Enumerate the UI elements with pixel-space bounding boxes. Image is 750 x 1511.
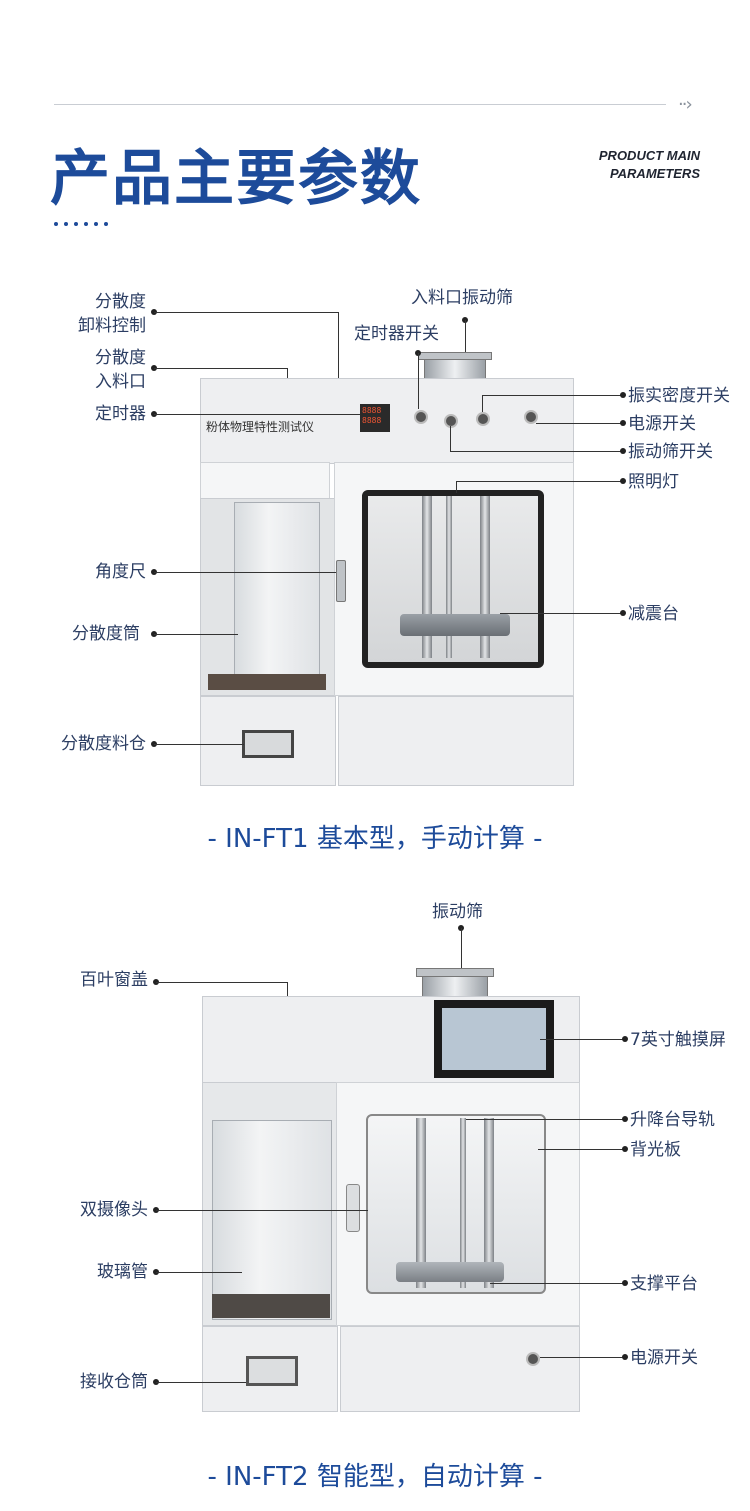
tap-density-knob[interactable] <box>476 412 490 426</box>
label-inlet-sieve: 入料口振动筛 <box>411 288 513 308</box>
door-handle-2[interactable] <box>346 1184 360 1232</box>
model2-caption: - IN-FT2 智能型，自动计算 - <box>207 1462 543 1492</box>
page-title: 产品主要参数 <box>50 144 422 214</box>
label-dual-camera: 双摄像头 <box>80 1200 148 1220</box>
label-dispersion-bin: 分散度料仓 <box>61 734 146 754</box>
power-knob-2[interactable] <box>526 1352 540 1366</box>
label-sieve-switch: 振动筛开关 <box>628 442 713 462</box>
label-lift-rail: 升降台导轨 <box>630 1110 715 1130</box>
label-timer-switch: 定时器开关 <box>354 324 439 344</box>
label-support-platform: 支撑平台 <box>630 1274 698 1294</box>
label-louver-cover: 百叶窗盖 <box>80 970 148 990</box>
label-glass-tube: 玻璃管 <box>97 1262 148 1282</box>
model1-caption: - IN-FT1 基本型，手动计算 - <box>207 824 543 854</box>
viewing-window <box>362 490 544 668</box>
label-power-switch-2: 电源开关 <box>630 1348 698 1368</box>
label-power-switch: 电源开关 <box>628 414 696 434</box>
door-handle[interactable] <box>336 560 346 602</box>
label-damping-table: 减震台 <box>628 604 679 624</box>
label-touchscreen: 7英寸触摸屏 <box>630 1030 726 1050</box>
subtitle-line-2: PARAMETERS <box>609 166 700 181</box>
page-subtitle-en: PRODUCT MAIN PARAMETERS <box>560 147 700 183</box>
chevron-right-icon: ··› <box>678 94 693 115</box>
label-lighting: 照明灯 <box>628 472 679 492</box>
timer-switch-knob[interactable] <box>414 410 428 424</box>
glass-tube-window <box>212 1120 332 1320</box>
label-vibrating-sieve: 振动筛 <box>432 902 483 922</box>
sieve-switch-knob[interactable] <box>444 414 458 428</box>
subtitle-line-1: PRODUCT MAIN <box>598 148 700 163</box>
label-timer: 定时器 <box>95 404 146 424</box>
power-knob[interactable] <box>524 410 538 424</box>
label-tap-density-switch: 振实密度开关 <box>628 386 730 406</box>
label-backlight: 背光板 <box>630 1140 681 1160</box>
dispersion-tube <box>234 502 320 686</box>
bin-drawer-handle[interactable] <box>242 730 294 758</box>
header-divider <box>54 104 666 105</box>
label-angle-ruler: 角度尺 <box>95 562 146 582</box>
label-receiving-bin: 接收仓筒 <box>80 1372 148 1392</box>
panel-label: 粉体物理特性测试仪 <box>206 420 315 434</box>
label-dispersion-inlet: 分散度 入料口 <box>95 348 146 392</box>
receiving-bin-handle[interactable] <box>246 1356 298 1386</box>
touchscreen[interactable] <box>434 1000 554 1078</box>
decorative-dots <box>54 222 108 226</box>
label-dispersion-tube: 分散度筒 <box>72 624 140 644</box>
label-discharge-control: 分散度 卸料控制 <box>78 292 146 336</box>
